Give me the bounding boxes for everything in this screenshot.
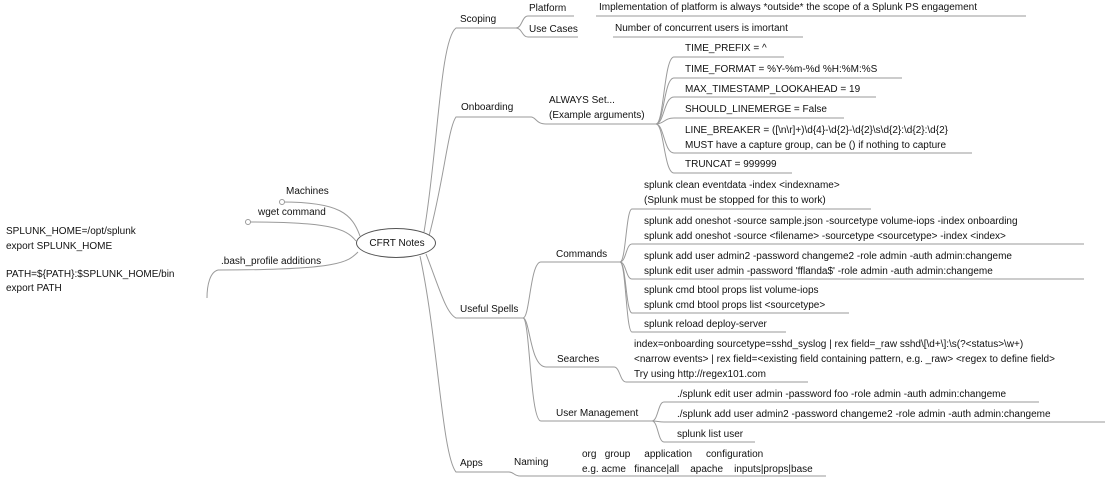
command-item[interactable]: splunk edit user admin -password 'ffland…: [644, 266, 993, 277]
wget-connector: [245, 219, 251, 225]
searches-topic[interactable]: Searches: [557, 354, 600, 365]
use-cases-topic[interactable]: Use Cases: [529, 24, 578, 35]
onboarding-item[interactable]: MAX_TIMESTAMP_LOOKAHEAD = 19: [685, 84, 861, 95]
apps-topic[interactable]: Apps: [460, 458, 483, 469]
onboarding-topic[interactable]: Onboarding: [461, 102, 514, 113]
edge-apps: [419, 255, 509, 473]
bash-note-line-1: SPLUNK_HOME=/opt/splunk: [6, 226, 136, 237]
bash-note-line-3: PATH=${PATH}:$SPLUNK_HOME/bin: [6, 269, 175, 280]
naming-topic[interactable]: Naming: [514, 457, 549, 468]
central-topic[interactable]: CFRT Notes: [356, 228, 436, 258]
command-item[interactable]: splunk add oneshot -source <filename> -s…: [644, 231, 1006, 242]
search-item[interactable]: Try using http://regex101.com: [634, 369, 766, 380]
bash-note-line-4: export PATH: [6, 283, 62, 294]
user-mgmt-item[interactable]: splunk list user: [677, 429, 744, 440]
commands-topic[interactable]: Commands: [556, 249, 608, 260]
command-item[interactable]: splunk cmd btool props list volume-iops: [644, 285, 819, 296]
scoping-topic[interactable]: Scoping: [460, 14, 497, 25]
onboarding-item[interactable]: TRUNCAT = 999999: [685, 159, 777, 170]
central-topic-label: CFRT Notes: [369, 238, 425, 249]
command-item[interactable]: splunk add oneshot -source sample.json -…: [644, 216, 1018, 227]
command-item[interactable]: splunk add user admin2 -password changem…: [644, 251, 1012, 262]
command-item[interactable]: splunk reload deploy-server: [644, 319, 767, 330]
platform-topic[interactable]: Platform: [529, 3, 567, 14]
naming-line-1: org group application configuration: [582, 449, 764, 460]
onboarding-item[interactable]: TIME_FORMAT = %Y-%m-%d %H:%M:%S: [685, 64, 878, 75]
naming-line-2: e.g. acme finance|all apache inputs|prop…: [582, 464, 813, 475]
onboarding-item[interactable]: TIME_PREFIX = ^: [685, 43, 767, 54]
edge-bash-note: [206, 269, 219, 299]
search-item[interactable]: index=onboarding sourcetype=sshd_syslog …: [634, 339, 1024, 350]
search-item[interactable]: <narrow events> | rex field=<existing fi…: [634, 354, 1055, 365]
machines-topic[interactable]: Machines: [286, 186, 329, 197]
user-management-topic[interactable]: User Management: [556, 408, 639, 419]
command-item[interactable]: splunk clean eventdata -index <indexname…: [644, 180, 840, 191]
platform-note: Implementation of platform is always *ou…: [599, 2, 977, 13]
edge-wget: [247, 221, 357, 242]
wget-command-topic[interactable]: wget command: [258, 207, 326, 218]
always-set-line-2: (Example arguments): [549, 110, 645, 121]
machines-connector: [279, 199, 285, 205]
useful-spells-topic[interactable]: Useful Spells: [460, 304, 519, 315]
user-mgmt-item[interactable]: ./splunk add user admin2 -password chang…: [677, 409, 1051, 420]
onboarding-item[interactable]: LINE_BREAKER = ([\n\r]+)\d{4}-\d{2}-\d{2…: [685, 125, 948, 136]
onboarding-item[interactable]: SHOULD_LINEMERGE = False: [685, 104, 827, 115]
edge-machines: [281, 201, 361, 237]
use-cases-note: Number of concurrent users is imortant: [615, 23, 788, 34]
always-set-line-1[interactable]: ALWAYS Set...: [549, 95, 615, 106]
edge-onboarding: [428, 116, 531, 237]
user-mgmt-item[interactable]: ./splunk edit user admin -password foo -…: [677, 389, 1007, 400]
edge-bash: [217, 251, 359, 271]
command-item[interactable]: splunk cmd btool props list <sourcetype>: [644, 300, 826, 311]
edge-useful: [425, 253, 523, 319]
onboarding-note: MUST have a capture group, can be () if …: [685, 140, 947, 151]
edge-scoping: [423, 27, 516, 233]
bash-note-line-2: export SPLUNK_HOME: [6, 241, 113, 252]
command-note: (Splunk must be stopped for this to work…: [644, 195, 826, 206]
bash-profile-topic[interactable]: .bash_profile additions: [221, 256, 322, 267]
